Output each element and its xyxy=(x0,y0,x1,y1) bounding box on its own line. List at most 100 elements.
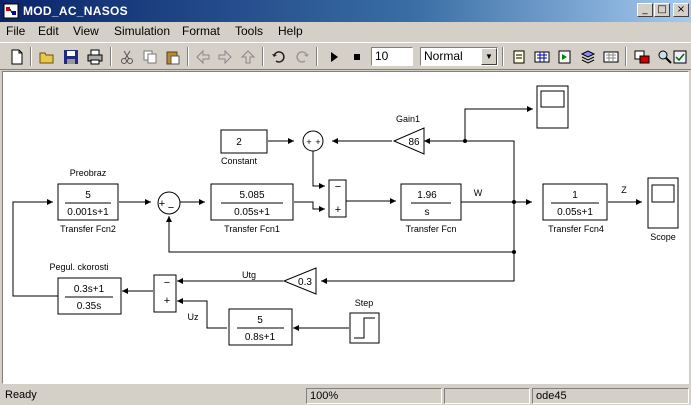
scope-name: Scope xyxy=(650,232,676,242)
simulink-model-icon xyxy=(3,3,19,19)
regulator-label: Pegul. ckorosti xyxy=(49,262,108,272)
title-bar: MOD_AC_NASOS _ □ × xyxy=(0,0,691,22)
simulation-mode-select[interactable]: Normal ▼ xyxy=(420,47,498,66)
chevron-down-icon[interactable]: ▼ xyxy=(481,48,497,65)
gain-utg-block[interactable]: 0.3 xyxy=(282,267,317,295)
sum3-minus-sign: − xyxy=(335,181,341,193)
build-icon[interactable] xyxy=(508,46,529,67)
sum4-plus-sign: + xyxy=(164,295,170,307)
transfer-fcn1-block[interactable]: 5.085 0.05s+1 xyxy=(210,183,294,221)
sum-block-4[interactable]: − + xyxy=(153,274,177,313)
status-solver: ode45 xyxy=(532,388,689,404)
menu-help[interactable]: Help xyxy=(278,24,303,38)
gain1-block[interactable]: 86 xyxy=(392,127,425,155)
signal-utg-label: Utg xyxy=(242,270,256,280)
signal-lines xyxy=(12,106,642,331)
transfer-fcn-name: Transfer Fcn xyxy=(406,224,457,234)
branch-points xyxy=(463,139,516,254)
menu-view[interactable]: View xyxy=(73,24,99,38)
simulation-mode-value: Normal xyxy=(424,49,463,63)
constant-block[interactable]: 2 xyxy=(220,129,268,154)
new-model-icon[interactable] xyxy=(6,46,27,67)
transfer-fcn-denominator: s xyxy=(425,207,430,218)
transfer-fcn2-numerator: 5 xyxy=(85,190,91,201)
maximize-button[interactable]: □ xyxy=(654,3,670,17)
constant-name: Constant xyxy=(221,156,258,166)
minimize-button[interactable]: _ xyxy=(637,3,653,17)
scope-top-block[interactable] xyxy=(536,85,569,129)
gain-utg-value: 0.3 xyxy=(298,277,312,288)
transfer-fcn2-name: Transfer Fcn2 xyxy=(60,224,116,234)
model-advisor-icon[interactable] xyxy=(669,46,690,67)
paste-icon[interactable] xyxy=(162,46,183,67)
transfer-fcn2-block[interactable]: 5 0.001s+1 xyxy=(57,183,119,221)
sum-block-1[interactable]: + − xyxy=(157,191,181,215)
status-zoom: 100% xyxy=(306,388,442,404)
transfer-fcn-uz-denominator: 0.8s+1 xyxy=(245,332,276,343)
sum-block-3[interactable]: − + xyxy=(328,179,347,218)
sum4-minus-sign: − xyxy=(164,277,170,289)
block-diagram: 5 0.001s+1 Preobraz Transfer Fcn2 + − 5.… xyxy=(12,85,679,346)
speed-regulator-block[interactable]: 0.3s+1 0.35s xyxy=(57,277,122,315)
transfer-fcn-uz-block[interactable]: 5 0.8s+1 xyxy=(228,308,293,346)
menu-bar: File Edit View Simulation Format Tools H… xyxy=(0,22,691,41)
model-canvas[interactable]: 5 0.001s+1 Preobraz Transfer Fcn2 + − 5.… xyxy=(2,71,689,384)
sum3-plus-sign: + xyxy=(335,204,341,216)
signal-w-label: W xyxy=(474,188,483,198)
library-browser-icon[interactable] xyxy=(554,46,575,67)
close-button[interactable]: × xyxy=(673,3,689,17)
open-icon[interactable] xyxy=(36,46,57,67)
stop-time-input[interactable]: 10 xyxy=(371,47,413,66)
status-blank xyxy=(444,388,530,404)
start-simulation-icon[interactable] xyxy=(323,46,344,67)
regulator-numerator: 0.3s+1 xyxy=(74,284,105,295)
transfer-fcn4-denominator: 0.05s+1 xyxy=(557,207,593,218)
status-ready: Ready xyxy=(5,389,37,401)
status-bar: Ready 100% ode45 xyxy=(0,386,691,405)
step-name: Step xyxy=(355,298,374,308)
step-block[interactable] xyxy=(349,312,380,344)
transfer-fcn-uz-numerator: 5 xyxy=(257,315,263,326)
save-icon[interactable] xyxy=(60,46,81,67)
stop-simulation-icon[interactable] xyxy=(346,46,367,67)
menu-file[interactable]: File xyxy=(6,24,26,38)
toolbar: 10 Normal ▼ xyxy=(0,42,691,70)
constant-value: 2 xyxy=(236,137,242,148)
model-explorer-icon[interactable] xyxy=(577,46,598,67)
cut-icon[interactable] xyxy=(116,46,137,67)
transfer-fcn4-numerator: 1 xyxy=(572,190,578,201)
transfer-fcn1-denominator: 0.05s+1 xyxy=(234,207,270,218)
back-icon[interactable] xyxy=(192,46,213,67)
up-icon[interactable] xyxy=(237,46,258,67)
transfer-fcn-block[interactable]: 1.96 s xyxy=(400,183,462,221)
scope-block[interactable] xyxy=(647,177,679,229)
copy-icon[interactable] xyxy=(139,46,160,67)
transfer-fcn4-name: Transfer Fcn4 xyxy=(548,224,604,234)
transfer-fcn-numerator: 1.96 xyxy=(417,190,437,201)
gain1-name: Gain1 xyxy=(396,114,420,124)
regulator-denominator: 0.35s xyxy=(77,301,101,312)
toggle-browser-icon[interactable] xyxy=(600,46,621,67)
sum1-minus-sign: − xyxy=(168,202,174,214)
transfer-fcn2-label: Preobraz xyxy=(70,168,107,178)
window-title: MOD_AC_NASOS xyxy=(23,4,128,18)
transfer-fcn2-denominator: 0.001s+1 xyxy=(67,207,109,218)
redo-icon[interactable] xyxy=(291,46,312,67)
print-icon[interactable] xyxy=(84,46,105,67)
menu-edit[interactable]: Edit xyxy=(38,24,59,38)
sum-block-2[interactable]: + + xyxy=(302,130,324,152)
menu-simulation[interactable]: Simulation xyxy=(114,24,171,38)
signal-uz-label: Uz xyxy=(188,312,199,322)
forward-icon[interactable] xyxy=(214,46,235,67)
signal-z-label: Z xyxy=(621,185,627,195)
find-icon[interactable] xyxy=(654,46,675,67)
gain1-value: 86 xyxy=(408,137,420,148)
menu-tools[interactable]: Tools xyxy=(235,24,264,38)
sum1-plus-sign: + xyxy=(159,198,165,210)
update-diagram-icon[interactable] xyxy=(531,46,552,67)
menu-format[interactable]: Format xyxy=(182,24,221,38)
undo-icon[interactable] xyxy=(268,46,289,67)
transfer-fcn4-block[interactable]: 1 0.05s+1 xyxy=(542,183,608,221)
transfer-fcn1-numerator: 5.085 xyxy=(239,190,264,201)
debugger-icon[interactable] xyxy=(631,46,652,67)
